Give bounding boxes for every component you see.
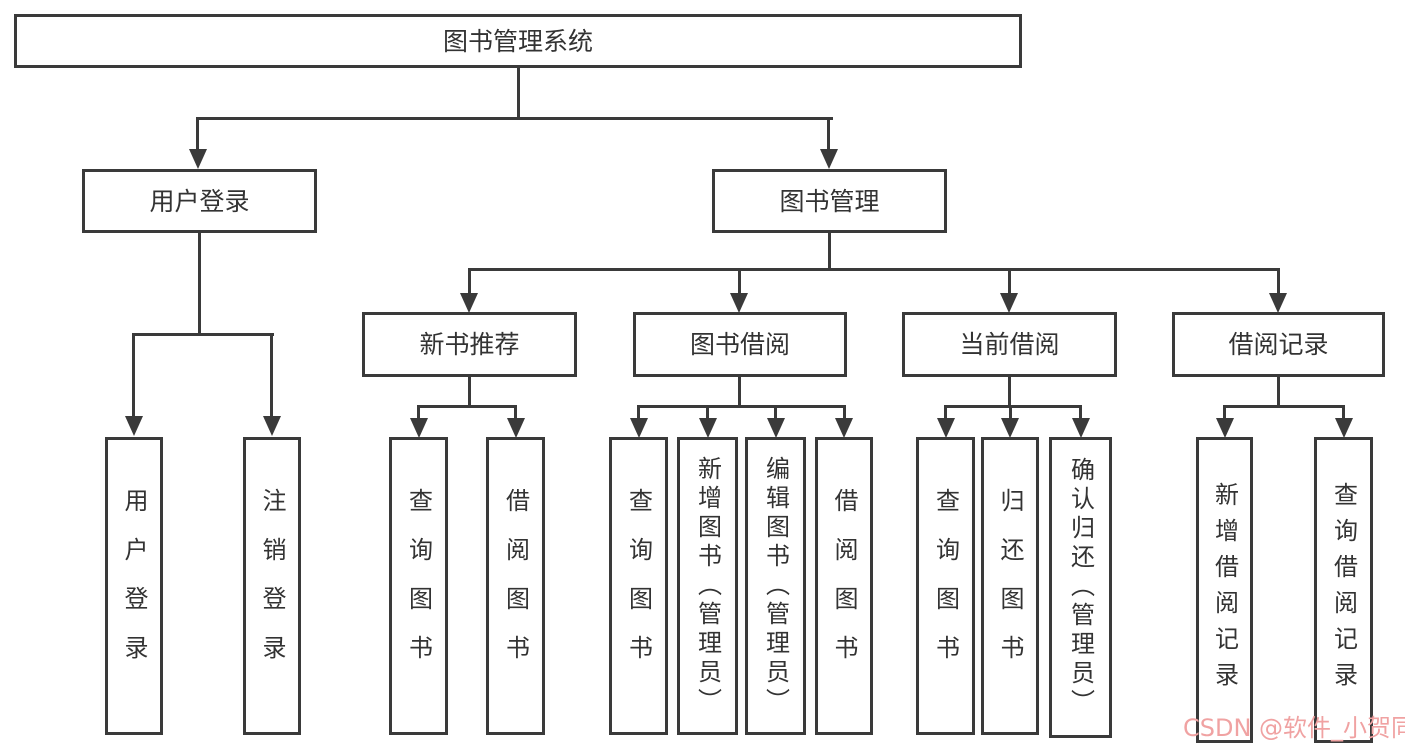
connector-vline: [774, 405, 777, 419]
arrow-down-icon: [937, 418, 955, 438]
leaf-borrow-books-1: 借阅图书: [486, 437, 545, 735]
node-book-borrowing-label: 图书借阅: [689, 330, 790, 359]
leaf-add-book-admin-label: 新增图书（管理员）: [693, 455, 722, 717]
connector-vline: [1008, 377, 1011, 407]
arrow-down-icon: [460, 293, 478, 313]
leaf-query-books-3: 查询图书: [916, 437, 975, 735]
connector-vline: [468, 377, 471, 407]
node-current-borrowing-label: 当前借阅: [959, 330, 1060, 359]
connector-vline: [270, 333, 273, 417]
leaf-user-login-label: 用户登录: [120, 488, 148, 684]
connector-hline: [637, 405, 846, 408]
connector-vline: [827, 117, 830, 150]
node-book-management-label: 图书管理: [779, 186, 880, 216]
leaf-return-books-label: 归还图书: [996, 488, 1024, 684]
leaf-query-books-1: 查询图书: [389, 437, 448, 735]
leaf-query-books-3-label: 查询图书: [931, 488, 960, 684]
leaf-confirm-return-admin: 确认归还（管理员）: [1049, 437, 1112, 738]
connector-vline: [1277, 268, 1280, 295]
arrow-down-icon: [263, 416, 281, 436]
arrow-down-icon: [835, 418, 853, 438]
arrow-down-icon: [410, 418, 428, 438]
arrow-down-icon: [730, 293, 748, 313]
connector-hline: [133, 333, 274, 336]
arrow-down-icon: [767, 418, 785, 438]
leaf-query-books-2: 查询图书: [609, 437, 668, 735]
watermark: CSDN @软件_小贺同学: [1183, 714, 1405, 742]
connector-vline: [417, 405, 420, 419]
leaf-logout-label: 注销登录: [258, 488, 286, 684]
leaf-borrow-books-2: 借阅图书: [815, 437, 873, 735]
node-book-borrowing: 图书借阅: [633, 312, 847, 377]
connector-hline: [417, 405, 517, 408]
connector-vline: [132, 333, 135, 417]
connector-vline: [196, 117, 199, 150]
leaf-logout: 注销登录: [243, 437, 301, 735]
arrow-down-icon: [507, 418, 525, 438]
arrow-down-icon: [820, 149, 838, 169]
leaf-return-books: 归还图书: [981, 437, 1039, 735]
node-book-management: 图书管理: [712, 169, 947, 233]
node-current-borrowing: 当前借阅: [902, 312, 1117, 377]
node-library-management-system-label: 图书管理系统: [442, 26, 593, 56]
node-library-management-system: 图书管理系统: [14, 14, 1022, 68]
leaf-edit-book-admin: 编辑图书（管理员）: [745, 437, 806, 735]
node-new-book-recommend-label: 新书推荐: [419, 330, 520, 359]
connector-vline: [468, 268, 471, 295]
connector-vline: [514, 405, 517, 419]
connector-vline: [738, 377, 741, 407]
connector-hline: [468, 268, 1280, 271]
leaf-edit-book-admin-label: 编辑图书（管理员）: [761, 455, 790, 717]
connector-vline: [1223, 405, 1226, 419]
arrow-down-icon: [699, 418, 717, 438]
connector-vline: [828, 233, 831, 271]
leaf-user-login: 用户登录: [105, 437, 163, 735]
node-new-book-recommend: 新书推荐: [362, 312, 577, 377]
node-borrowing-records-label: 借阅记录: [1228, 330, 1329, 359]
arrow-down-icon: [189, 149, 207, 169]
arrow-down-icon: [1001, 418, 1019, 438]
node-user-login: 用户登录: [82, 169, 317, 233]
arrow-down-icon: [1072, 418, 1090, 438]
node-borrowing-records: 借阅记录: [1172, 312, 1385, 377]
leaf-borrow-books-1-label: 借阅图书: [501, 488, 530, 684]
leaf-confirm-return-admin-label: 确认归还（管理员）: [1066, 457, 1095, 718]
connector-hline: [197, 117, 833, 120]
connector-vline: [843, 405, 846, 419]
connector-hline: [944, 405, 1082, 408]
connector-vline: [637, 405, 640, 419]
arrow-down-icon: [1335, 418, 1353, 438]
leaf-query-borrow-record: 查询借阅记录: [1314, 437, 1373, 743]
connector-vline: [1277, 377, 1280, 407]
connector-hline: [1223, 405, 1345, 408]
leaf-query-books-1-label: 查询图书: [404, 488, 433, 684]
leaf-borrow-books-2-label: 借阅图书: [830, 488, 858, 684]
connector-vline: [1009, 405, 1012, 419]
node-user-login-label: 用户登录: [149, 186, 250, 216]
leaf-add-book-admin: 新增图书（管理员）: [677, 437, 738, 735]
arrow-down-icon: [1216, 418, 1234, 438]
connector-vline: [706, 405, 709, 419]
arrow-down-icon: [1269, 293, 1287, 313]
connector-vline: [944, 405, 947, 419]
leaf-add-borrow-record-label: 新增借阅记录: [1210, 482, 1239, 698]
leaf-query-books-2-label: 查询图书: [624, 488, 653, 684]
arrow-down-icon: [125, 416, 143, 436]
leaf-add-borrow-record: 新增借阅记录: [1196, 437, 1253, 743]
connector-vline: [1079, 405, 1082, 419]
connector-vline: [738, 268, 741, 295]
leaf-query-borrow-record-label: 查询借阅记录: [1329, 482, 1358, 698]
arrow-down-icon: [1000, 293, 1018, 313]
connector-vline: [1342, 405, 1345, 419]
connector-vline: [198, 233, 201, 335]
connector-vline: [517, 68, 520, 118]
arrow-down-icon: [630, 418, 648, 438]
connector-vline: [1008, 268, 1011, 295]
